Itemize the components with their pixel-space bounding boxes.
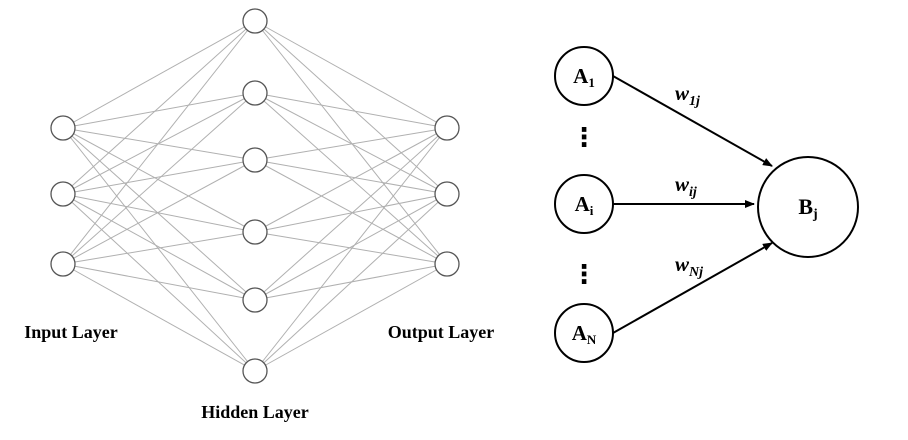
input-neuron-n-label: AN	[572, 321, 597, 347]
network-edge	[62, 263, 256, 372]
weight-arrow-nj	[612, 242, 773, 334]
network-edge	[254, 20, 448, 195]
network-edge	[62, 92, 256, 129]
network-edge	[62, 231, 256, 265]
input-neuron-n	[554, 303, 614, 363]
network-edge	[254, 92, 448, 265]
weight-arrow-1j	[612, 75, 773, 167]
hidden-node-1	[242, 8, 268, 34]
input-node-2	[50, 181, 76, 207]
weight-label-ij: wij	[675, 172, 697, 200]
network-edges	[62, 20, 448, 372]
neuron-panel: A1 Ai AN Bj ⋮ ⋮ w1j wij wNj	[554, 46, 859, 363]
output-neuron-b-label: Bj	[798, 194, 817, 222]
input-node-3	[50, 251, 76, 277]
network-edge	[254, 127, 448, 372]
hidden-node-4	[242, 219, 268, 245]
network-edge	[254, 193, 448, 372]
network-edge	[254, 193, 448, 301]
network-edge	[62, 159, 256, 265]
network-edge	[62, 92, 256, 195]
network-edge	[62, 263, 256, 301]
input-neuron-1	[554, 46, 614, 106]
network-edge	[62, 127, 256, 233]
weight-label-nj: wNj	[675, 252, 703, 280]
network-edge	[62, 193, 256, 301]
input-node-1	[50, 115, 76, 141]
hidden-node-2	[242, 80, 268, 106]
network-edge	[254, 127, 448, 233]
hidden-layer-label: Hidden Layer	[201, 402, 309, 422]
network-edge	[62, 92, 256, 265]
network-nodes	[50, 8, 460, 384]
network-edge	[62, 20, 256, 195]
network-edge	[254, 159, 448, 195]
network-edge	[62, 159, 256, 195]
output-node-1	[434, 115, 460, 141]
weight-label-1j: w1j	[675, 81, 700, 109]
network-edge	[254, 263, 448, 372]
network-panel: Input Layer Output Layer Hidden Layer	[24, 8, 495, 422]
output-layer-label: Output Layer	[388, 322, 495, 342]
output-neuron-b	[757, 156, 859, 258]
network-edge	[254, 127, 448, 161]
hidden-node-3	[242, 147, 268, 173]
output-node-2	[434, 181, 460, 207]
input-neuron-i	[554, 174, 614, 234]
input-neuron-1-label: A1	[573, 64, 595, 90]
network-edge	[62, 127, 256, 372]
network-edge	[254, 92, 448, 129]
network-edge	[254, 231, 448, 265]
ellipsis-lower: ⋮	[571, 260, 597, 290]
hidden-node-6	[242, 358, 268, 384]
network-edge	[254, 193, 448, 233]
output-node-3	[434, 251, 460, 277]
input-layer-label: Input Layer	[24, 322, 118, 342]
network-edge	[62, 20, 256, 265]
network-edge	[254, 20, 448, 265]
network-edge	[254, 127, 448, 301]
network-edge	[254, 159, 448, 265]
network-edge	[62, 20, 256, 129]
network-edge	[62, 127, 256, 301]
hidden-node-5	[242, 287, 268, 313]
network-edge	[62, 193, 256, 233]
input-neuron-i-label: Ai	[575, 192, 594, 218]
network-edge	[254, 20, 448, 129]
ellipsis-upper: ⋮	[571, 123, 597, 153]
